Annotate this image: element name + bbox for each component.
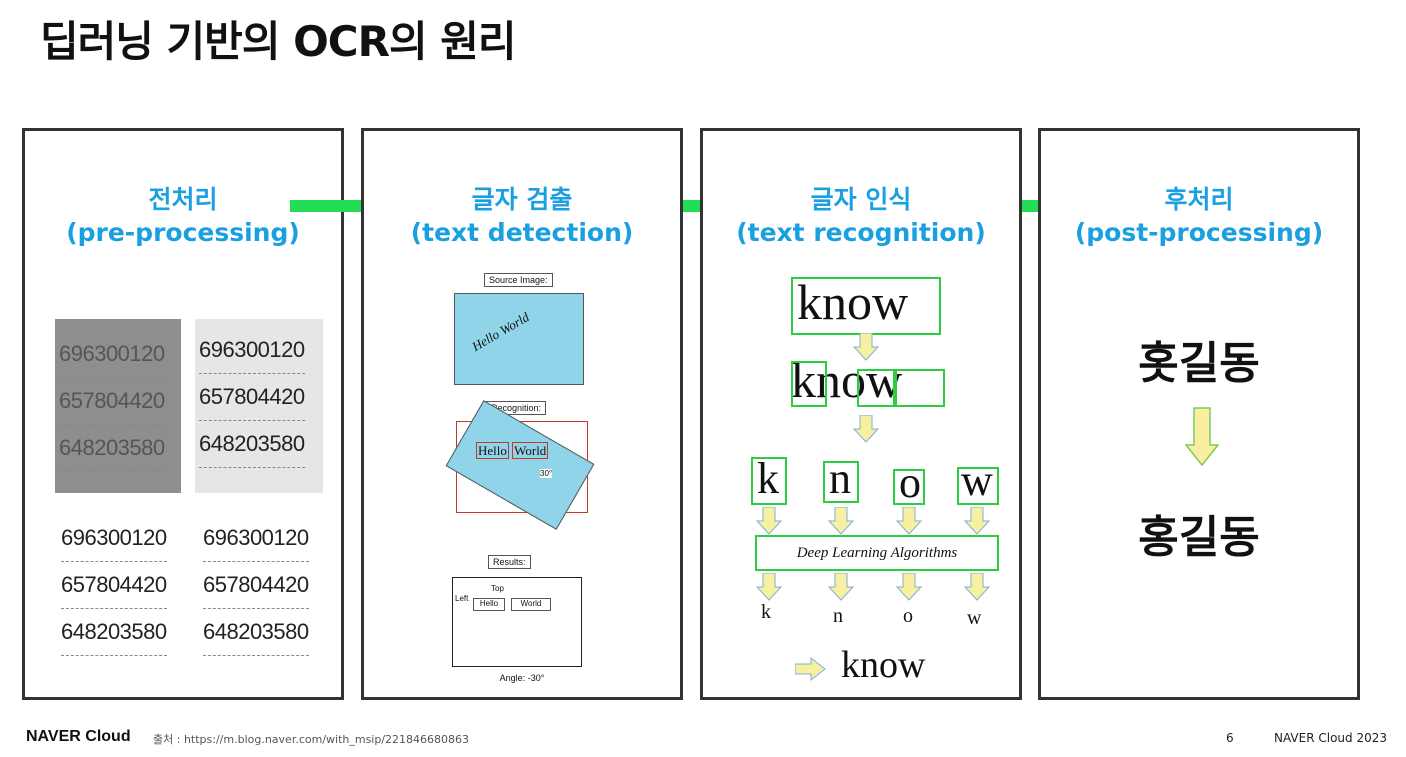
output-letter: o — [903, 605, 913, 627]
algorithm-box: Deep Learning Algorithms — [755, 535, 999, 571]
panel-text-detection: 글자 검출 (text detection) Source Image: Hel… — [361, 128, 683, 700]
letter-box: n — [823, 454, 859, 503]
right-arrow-icon — [795, 657, 826, 681]
panel-text-recognition: 글자 인식 (text recognition) know know k n o… — [700, 128, 1022, 700]
panel-title-en: (post-processing) — [1074, 218, 1324, 247]
output-letter: n — [833, 605, 843, 627]
panel-title: 글자 검출 (text detection) — [364, 183, 680, 249]
panel-title-ko: 전처리 — [148, 185, 218, 214]
panel-post-processing: 후처리 (post-processing) 홋길동 홍길동 — [1038, 128, 1360, 700]
results-box: Hello World Top Left — [452, 577, 582, 667]
footer-copyright: NAVER Cloud 2023 — [1274, 731, 1387, 745]
source-image-label: Source Image: — [484, 273, 553, 287]
angle-mark: 30° — [540, 469, 553, 478]
panel-title: 글자 인식 (text recognition) — [703, 183, 1019, 249]
detected-words: Hello World — [476, 442, 549, 459]
angle-result: Angle: -30° — [499, 673, 545, 683]
contrast-image — [195, 319, 323, 493]
word-box: know — [791, 274, 941, 335]
down-arrows-icon — [755, 507, 991, 535]
noisy-image — [55, 319, 181, 493]
footer-brand: NAVER Cloud — [26, 728, 131, 745]
before-correction: 홋길동 — [1138, 338, 1260, 389]
number-list-binarized-left: 696300120 657804420 648203580 — [61, 515, 167, 656]
down-arrow-icon — [853, 333, 879, 361]
panel-title-ko: 후처리 — [1164, 185, 1234, 214]
letter-box: o — [893, 458, 925, 507]
down-arrow-icon — [1185, 407, 1219, 467]
down-arrow-icon — [853, 415, 879, 443]
output-letter: w — [967, 607, 982, 629]
number-list-gray: 696300120 657804420 648203580 — [59, 331, 165, 472]
slide-title: 딥러닝 기반의 OCR의 원리 — [40, 17, 516, 66]
down-arrows-icon — [755, 573, 991, 601]
letter-box: k — [751, 454, 787, 505]
footer-source: 출처 : https://m.blog.naver.com/with_msip/… — [153, 733, 470, 746]
panel-title-ko: 글자 인식 — [810, 185, 912, 214]
letter-box: w — [957, 456, 999, 505]
panel-title-en: (text recognition) — [736, 218, 986, 247]
panel-title-en: (pre-processing) — [66, 218, 300, 247]
panel-title-ko: 글자 검출 — [471, 185, 573, 214]
number-list-light: 696300120 657804420 648203580 — [199, 327, 305, 468]
results-label: Results: — [488, 555, 531, 569]
after-correction: 홍길동 — [1138, 512, 1260, 563]
recognized-word: know — [841, 644, 926, 686]
panel-title: 전처리 (pre-processing) — [25, 183, 341, 249]
page-number: 6 — [1226, 731, 1234, 745]
panel-title-en: (text detection) — [410, 218, 634, 247]
output-letter: k — [761, 601, 771, 623]
source-image: Hello World — [454, 293, 584, 385]
panel-preprocessing: 전처리 (pre-processing) 696300120 657804420… — [22, 128, 344, 700]
panel-title: 후처리 (post-processing) — [1041, 183, 1357, 249]
number-list-binarized-right: 696300120 657804420 648203580 — [203, 515, 309, 656]
